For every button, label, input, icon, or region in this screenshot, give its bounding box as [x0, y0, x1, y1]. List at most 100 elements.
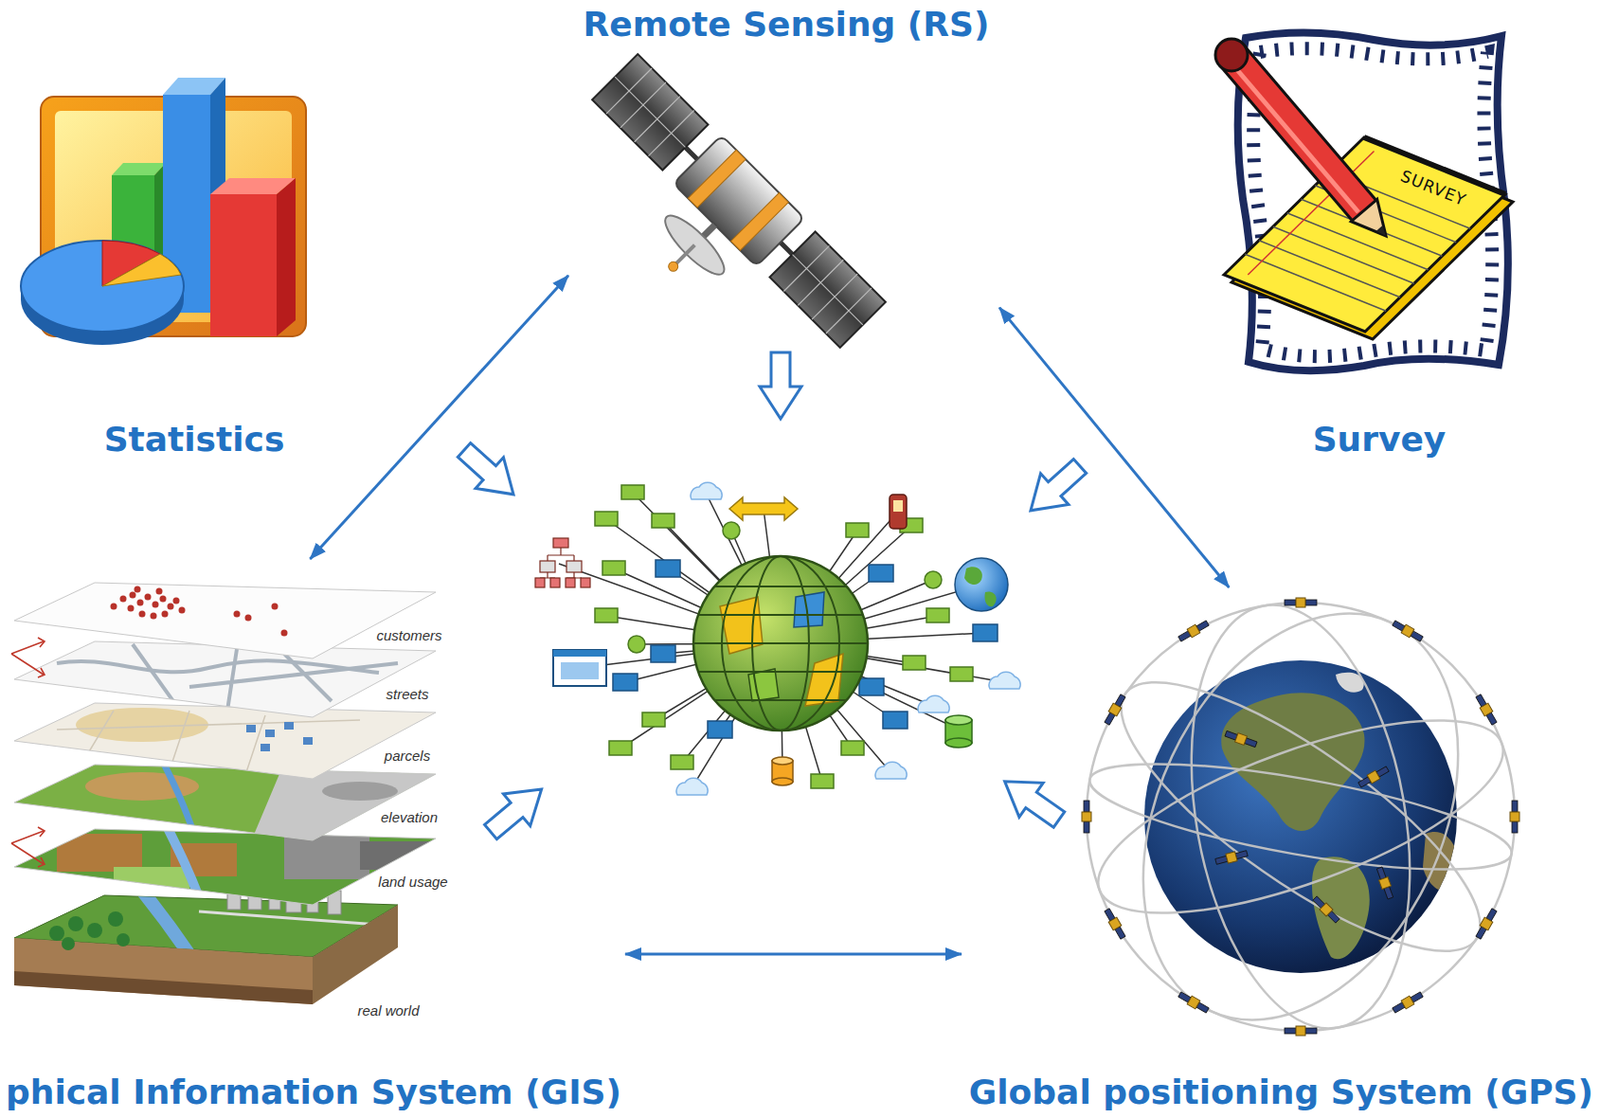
component-group: Remote Sensing (RS) [568, 0, 1000, 353]
network-globe [612, 673, 638, 691]
survey-icon [1215, 38, 1248, 72]
component-group: Global positioning System (GPS) [961, 587, 1598, 1116]
gis-layers [152, 601, 160, 609]
satellite-icon [545, 53, 887, 395]
gis-layers [161, 611, 169, 618]
satellite-icon [687, 149, 746, 208]
network-globe [602, 560, 626, 576]
network-globe [707, 720, 733, 738]
satellite-icon [657, 208, 732, 283]
gis-layers [110, 603, 118, 611]
layer-label: real world [355, 1002, 421, 1019]
flow-arrow [992, 764, 1072, 837]
network-globe [810, 773, 834, 789]
gis-layers [11, 641, 44, 675]
gps-constellation [1357, 764, 1390, 790]
gis-layers [14, 641, 436, 718]
gps-constellation [1081, 800, 1092, 833]
component-label: Statistics [104, 419, 286, 459]
survey-icon [1227, 58, 1359, 213]
network-globe [670, 755, 694, 770]
flow-arrow [1016, 450, 1094, 527]
gis-layers [11, 830, 44, 864]
network-globe [594, 485, 973, 789]
network-globe [729, 497, 798, 521]
network-globe [924, 571, 942, 589]
network-globe [954, 557, 1008, 612]
gis-layers [14, 702, 436, 779]
link-arrow [999, 307, 1229, 588]
network-globe [553, 538, 569, 548]
gis-layers [245, 614, 252, 622]
layer-label: parcels [382, 747, 432, 764]
link-arrow [309, 275, 569, 559]
network-globe [609, 740, 632, 756]
network-globe [917, 695, 950, 713]
gis-layers [37, 637, 45, 678]
network-globe [693, 556, 868, 731]
gis-layers [49, 911, 130, 951]
gis-layers [139, 611, 146, 618]
network-globe [560, 662, 599, 680]
flow-arrow [477, 773, 556, 848]
gis-layers [198, 911, 379, 925]
network-globe [553, 649, 607, 657]
gis-layers [14, 582, 436, 659]
gis-layers [303, 737, 313, 745]
survey-icon [1223, 137, 1506, 332]
gps-constellation [1077, 562, 1526, 1071]
gis-layers [49, 925, 65, 941]
gis-layers [246, 721, 313, 752]
gps-constellation [1223, 728, 1258, 749]
network-globe [676, 777, 708, 795]
gis-layers [322, 781, 398, 801]
gis-layers [144, 593, 152, 601]
gis-layers [14, 764, 436, 841]
gps-constellation [1221, 672, 1458, 960]
gis-layers [56, 644, 398, 711]
statistics-icon [20, 77, 306, 345]
satellite-icon [592, 53, 708, 170]
gis-layers [11, 637, 45, 867]
network-globe [535, 577, 545, 588]
gis-layers [134, 586, 142, 594]
gps-constellation [1391, 989, 1424, 1015]
gis-layers [132, 644, 398, 711]
network-globe [889, 494, 907, 529]
survey-icon [1215, 32, 1513, 371]
network-globe [772, 756, 793, 765]
gps-constellation [1374, 865, 1395, 899]
network-globe [988, 671, 1021, 689]
gps-constellation [1102, 907, 1128, 940]
layer-label: customers [374, 627, 444, 644]
component-label: Remote Sensing (RS) [583, 4, 990, 44]
network-globe [859, 678, 884, 696]
satellite-icon [674, 245, 695, 266]
survey-icon [1350, 198, 1386, 236]
gis-layers [107, 911, 124, 927]
layer-label: elevation [378, 808, 440, 826]
connector-layer [309, 275, 1229, 954]
component-group: Survey [1212, 23, 1511, 469]
gis-layers [281, 629, 288, 637]
gis-layers [150, 612, 158, 620]
gis-layers [61, 936, 75, 951]
flow-arrow [449, 352, 1094, 848]
network-globe [926, 608, 950, 623]
component-group: Statistics [14, 71, 337, 469]
network-globe [690, 482, 722, 500]
network-globe [845, 522, 869, 538]
gps-constellation [1077, 562, 1526, 1071]
network-globe [580, 577, 591, 588]
gis-layers [14, 937, 313, 1005]
gis-layers [37, 826, 45, 867]
network-globe [882, 711, 908, 729]
gis-layers [260, 743, 270, 752]
gis-layers [129, 592, 137, 599]
gis-layers [120, 595, 127, 603]
link-arrow [625, 952, 962, 956]
satellite-icon [592, 53, 708, 170]
flow-arrow [759, 352, 802, 419]
gps-constellation [1474, 907, 1499, 940]
